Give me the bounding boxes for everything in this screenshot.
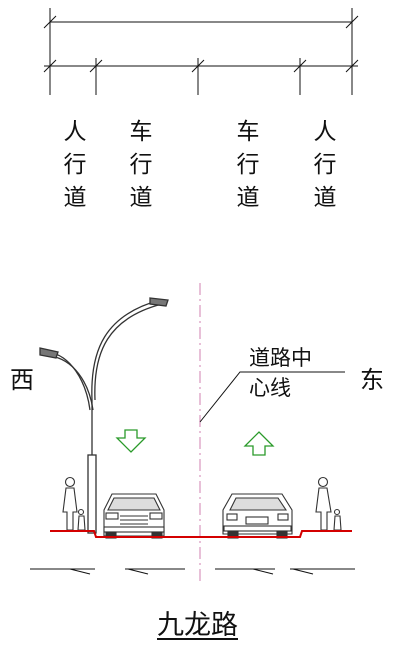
cross-slope-marks <box>30 568 355 575</box>
lane-label-right-sidewalk: 人 行 道 <box>313 119 337 211</box>
street-lamp-icon <box>39 297 169 534</box>
centerline-label-line1: 道路中 <box>249 346 312 370</box>
down-arrow-icon <box>115 429 147 453</box>
lane-label-right-carriageway: 车 行 道 <box>236 119 260 211</box>
pedestrian-icon <box>315 476 342 531</box>
direction-west: 西 <box>10 366 34 394</box>
lane-label-left-sidewalk: 人 行 道 <box>63 119 87 211</box>
centerline-leader <box>199 371 345 423</box>
direction-east: 东 <box>360 366 384 394</box>
car-rear-icon <box>222 493 293 539</box>
road-surface <box>50 530 352 538</box>
road-name: 九龙路 <box>157 610 238 641</box>
lane-dimension-line <box>43 58 359 95</box>
centerline-label-line2: 心线 <box>249 376 291 400</box>
top-dimension-line <box>43 8 359 95</box>
lane-label-left-carriageway: 车 行 道 <box>129 119 153 211</box>
car-front-icon <box>103 493 165 539</box>
road-name-title: 九龙路 <box>0 603 395 642</box>
centerline-label: 道路中 心线 <box>249 343 312 403</box>
up-arrow-icon <box>243 431 275 456</box>
pedestrian-icon <box>62 476 86 531</box>
